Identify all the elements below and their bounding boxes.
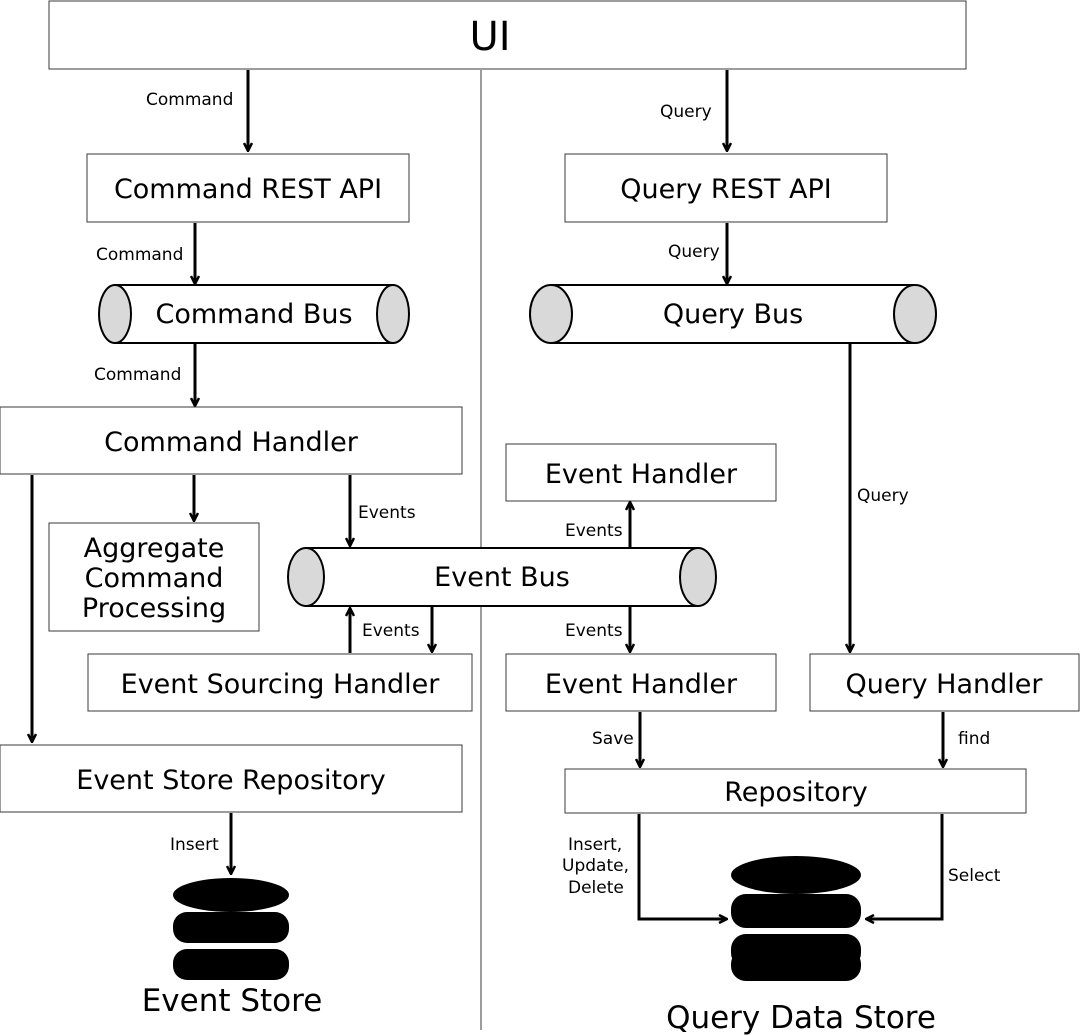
query-data-store-database-icon	[731, 856, 861, 981]
command-rest-api-label: Command REST API	[114, 174, 382, 205]
edge-label-write-2: Update,	[562, 856, 629, 876]
command-handler-box: Command Handler	[0, 406, 463, 475]
edge-label-command-2: Command	[96, 245, 183, 265]
query-data-store-label: Query Data Store	[666, 1000, 936, 1036]
ui-label: UI	[469, 14, 510, 60]
query-rest-api-label: Query REST API	[620, 174, 831, 205]
query-bus-label: Query Bus	[663, 299, 803, 330]
arrow-repository-write	[637, 814, 727, 919]
edge-label-select: Select	[948, 866, 1001, 886]
event-bus-label: Event Bus	[434, 562, 570, 593]
repository-box: Repository	[564, 768, 1027, 814]
event-store-database-icon	[173, 878, 289, 980]
event-sourcing-handler-box: Event Sourcing Handler	[87, 653, 473, 712]
edge-label-query-2: Query	[668, 242, 720, 262]
aggregate-line-1: Aggregate	[84, 533, 225, 564]
edge-label-insert: Insert	[170, 835, 219, 855]
event-handler-top-box: Event Handler	[505, 443, 777, 502]
edge-label-events-1: Events	[358, 503, 416, 523]
query-handler-label: Query Handler	[846, 669, 1044, 700]
edge-label-find: find	[958, 729, 990, 749]
command-bus-label: Command Bus	[155, 299, 352, 330]
ui-box: UI	[48, 0, 967, 70]
event-handler-top-label: Event Handler	[545, 459, 738, 490]
edge-label-events-2: Events	[362, 621, 420, 641]
edge-label-events-3: Events	[565, 521, 623, 541]
command-bus-cylinder: Command Bus	[98, 284, 410, 344]
event-handler-bottom-box: Event Handler	[505, 653, 777, 712]
edge-label-command-1: Command	[146, 90, 233, 110]
aggregate-command-processing-box: Aggregate Command Processing	[48, 522, 260, 632]
event-handler-bottom-label: Event Handler	[545, 669, 738, 700]
event-store-repository-box: Event Store Repository	[0, 744, 463, 813]
edge-label-save: Save	[592, 729, 634, 749]
edge-label-command-3: Command	[94, 365, 181, 385]
query-rest-api-box: Query REST API	[564, 153, 888, 223]
query-bus-cylinder: Query Bus	[529, 284, 937, 344]
event-store-label: Event Store	[142, 983, 323, 1019]
edge-label-query-3: Query	[857, 486, 909, 506]
edge-label-query-1: Query	[660, 102, 712, 122]
edge-label-write-1: Insert,	[568, 835, 622, 855]
repository-label: Repository	[724, 777, 868, 808]
arrow-repository-select	[866, 814, 944, 919]
command-handler-label: Command Handler	[104, 427, 359, 458]
event-store-repository-label: Event Store Repository	[76, 765, 385, 796]
query-handler-box: Query Handler	[809, 653, 1080, 712]
aggregate-line-3: Processing	[82, 593, 226, 624]
command-rest-api-box: Command REST API	[86, 153, 410, 223]
edge-label-events-4: Events	[565, 621, 623, 641]
edge-label-write-3: Delete	[568, 878, 624, 898]
event-bus-cylinder: Event Bus	[287, 547, 717, 607]
aggregate-line-2: Command	[85, 563, 224, 594]
event-sourcing-handler-label: Event Sourcing Handler	[121, 669, 441, 700]
